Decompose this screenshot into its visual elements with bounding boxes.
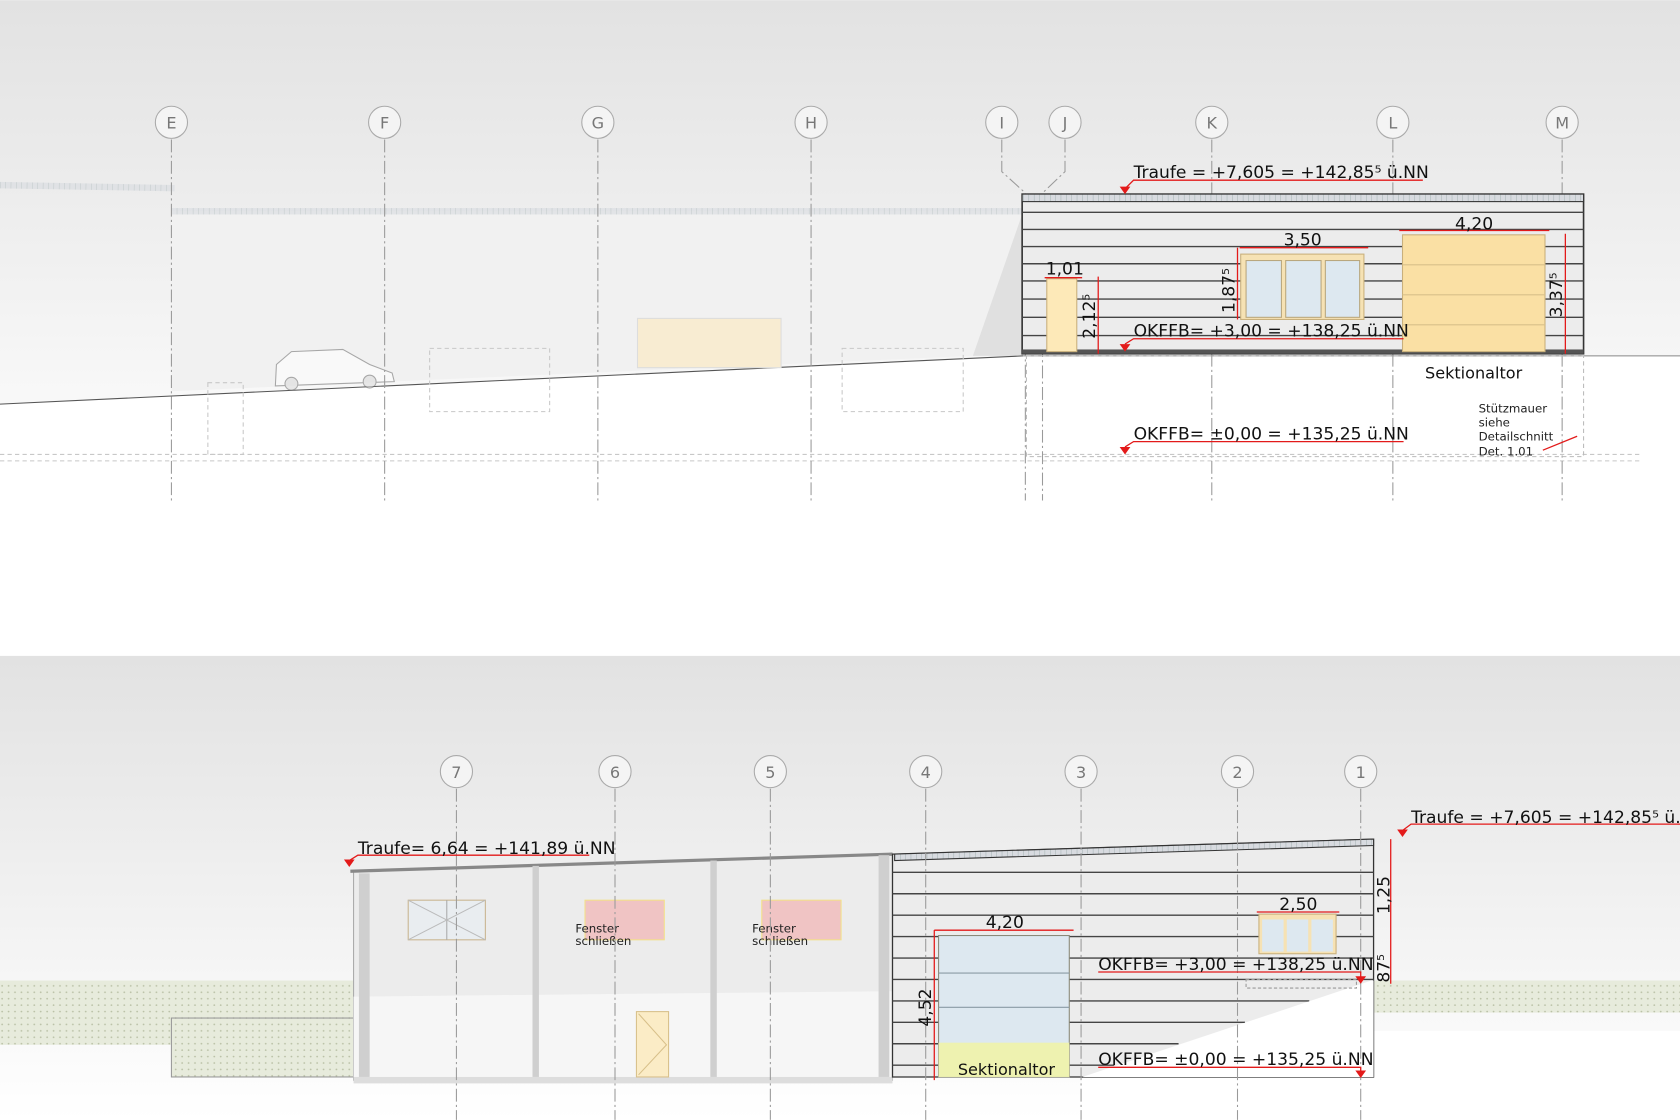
svg-text:OKFFB= ±0,00 = +135,25 ü.NN: OKFFB= ±0,00 = +135,25 ü.NN xyxy=(1098,1050,1373,1070)
window-note: Fenster xyxy=(575,921,619,935)
dim-upper: 1,25 xyxy=(1375,876,1395,914)
svg-text:L: L xyxy=(1388,114,1397,133)
svg-text:OKFFB= ±0,00 = +135,25 ü.NN: OKFFB= ±0,00 = +135,25 ü.NN xyxy=(1134,424,1409,444)
dim-window-width: 2,50 xyxy=(1279,895,1317,915)
faded-gate xyxy=(636,317,782,369)
car-outline xyxy=(274,348,395,391)
svg-text:G: G xyxy=(592,114,604,133)
level-marker-traufe-left: Traufe= 6,64 = +141,89 ü.NN xyxy=(343,839,616,867)
faded-door xyxy=(207,382,244,455)
svg-text:OKFFB= +3,00 = +138,25 ü.NN: OKFFB= +3,00 = +138,25 ü.NN xyxy=(1134,322,1409,342)
svg-text:J: J xyxy=(1062,114,1068,133)
axis-marker-l: L xyxy=(1376,105,1410,139)
foundation-outline xyxy=(1025,355,1585,458)
dim-door-height: 2,12⁵ xyxy=(1080,294,1100,339)
dim-gate-width: 4,20 xyxy=(986,913,1024,933)
main-building-top xyxy=(1021,193,1585,355)
svg-text:4: 4 xyxy=(921,763,931,782)
retaining-wall-note: Stützmauer siehe Detailschnitt Det. 1.01 xyxy=(1479,402,1578,459)
hall-door xyxy=(635,1011,670,1078)
level-marker-okffb-upper: OKFFB= +3,00 = +138,25 ü.NN xyxy=(1098,955,1374,984)
svg-text:Traufe = +7,605 = +142,85⁵ ü.N: Traufe = +7,605 = +142,85⁵ ü.NN xyxy=(1410,808,1680,828)
dim-lower: 87⁵ xyxy=(1375,954,1395,983)
svg-text:Traufe= 6,64 = +141,89 ü.NN: Traufe= 6,64 = +141,89 ü.NN xyxy=(357,839,616,859)
svg-text:F: F xyxy=(380,114,389,133)
svg-text:I: I xyxy=(999,114,1004,133)
window-note: schließen xyxy=(752,934,808,948)
svg-text:Detailschnitt: Detailschnitt xyxy=(1479,430,1554,444)
axis-marker-5: 5 xyxy=(753,755,787,789)
gate-label: Sektionaltor xyxy=(958,1060,1056,1079)
main-building-side: Sektionaltor xyxy=(891,838,1375,1079)
axis-marker-e: E xyxy=(154,105,189,139)
dimensions-top: 1,01 2,12⁵ 3,50 1,87⁵ 4,20 3,37⁵ xyxy=(1044,214,1567,354)
axis-marker-g: G xyxy=(581,105,615,139)
level-marker-traufe-right: Traufe = +7,605 = +142,85⁵ ü.NN xyxy=(1397,808,1680,837)
svg-text:6: 6 xyxy=(610,763,620,782)
axis-marker-j: J xyxy=(1048,105,1082,139)
axis-marker-f: F xyxy=(368,105,402,139)
level-marker-okffb-lower: OKFFB= ±0,00 = +135,25 ü.NN xyxy=(1119,424,1409,455)
window-to-close xyxy=(584,899,665,941)
dim-gate-height: 3,37⁵ xyxy=(1547,272,1567,317)
faded-window xyxy=(429,347,551,413)
svg-text:2: 2 xyxy=(1232,763,1242,782)
ground xyxy=(0,355,1680,515)
sectional-gate xyxy=(1401,234,1546,353)
level-marker-okffb-lower: OKFFB= ±0,00 = +135,25 ü.NN xyxy=(1098,1050,1374,1079)
svg-text:1: 1 xyxy=(1356,763,1366,782)
sectional-gate-side: Sektionaltor xyxy=(938,935,1070,1079)
svg-text:H: H xyxy=(805,114,817,133)
svg-text:K: K xyxy=(1207,114,1218,133)
window-triple-side xyxy=(1258,913,1337,955)
dim-door-width: 1,01 xyxy=(1046,259,1084,279)
dim-gate-height: 4,52 xyxy=(916,988,936,1026)
svg-text:OKFFB= +3,00 = +138,25 ü.NN: OKFFB= +3,00 = +138,25 ü.NN xyxy=(1098,955,1373,975)
svg-text:Stützmauer: Stützmauer xyxy=(1479,402,1548,416)
window-triple xyxy=(1240,253,1365,320)
dim-window-width: 3,50 xyxy=(1284,231,1322,251)
svg-text:7: 7 xyxy=(451,763,461,782)
svg-text:siehe: siehe xyxy=(1479,416,1510,430)
level-marker-okffb-upper: OKFFB= +3,00 = +138,25 ü.NN xyxy=(1119,322,1409,352)
dimensions-bottom: 4,20 4,52 2,50 1,25 87⁵ xyxy=(916,839,1395,1081)
axis-marker-i: I xyxy=(985,105,1019,139)
level-marker-traufe: Traufe = +7,605 = +142,85⁵ ü.NN xyxy=(1119,163,1429,195)
axis-marker-6: 6 xyxy=(598,755,632,789)
axis-marker-7: 7 xyxy=(439,755,474,789)
axis-marker-1: 1 xyxy=(1344,755,1378,789)
axis-marker-3: 3 xyxy=(1064,755,1098,789)
gate-label: Sektionaltor xyxy=(1425,363,1523,382)
window-to-close xyxy=(761,899,842,941)
svg-text:5: 5 xyxy=(765,763,775,782)
axis-marker-m: M xyxy=(1545,105,1579,139)
top-elevation: E F G H I J K L M xyxy=(0,0,1680,515)
window-note: schließen xyxy=(575,934,631,948)
faded-window xyxy=(841,347,964,413)
svg-text:M: M xyxy=(1555,114,1569,133)
svg-text:Det. 1.01: Det. 1.01 xyxy=(1479,445,1534,459)
window-note: Fenster xyxy=(752,921,796,935)
dim-window-height: 1,87⁵ xyxy=(1219,268,1239,313)
svg-text:3: 3 xyxy=(1076,763,1086,782)
entrance-door xyxy=(1046,278,1078,353)
svg-text:E: E xyxy=(166,114,176,133)
hall-window xyxy=(407,899,486,941)
svg-text:Traufe = +7,605 = +142,85⁵ ü.N: Traufe = +7,605 = +142,85⁵ ü.NN xyxy=(1133,163,1429,183)
grid-axes-bottom: 7 6 5 4 3 2 1 xyxy=(439,755,1378,1120)
hall-building: Fenster schließen Fenster schließen xyxy=(350,852,894,1084)
bottom-elevation: Fenster schließen Fenster schließen xyxy=(0,655,1680,1120)
axis-marker-2: 2 xyxy=(1220,755,1255,789)
axis-marker-h: H xyxy=(794,105,828,139)
dim-gate-width: 4,20 xyxy=(1455,214,1493,234)
axis-marker-k: K xyxy=(1195,105,1229,139)
terrain-right xyxy=(1210,980,1680,1031)
axis-marker-4: 4 xyxy=(909,755,943,789)
